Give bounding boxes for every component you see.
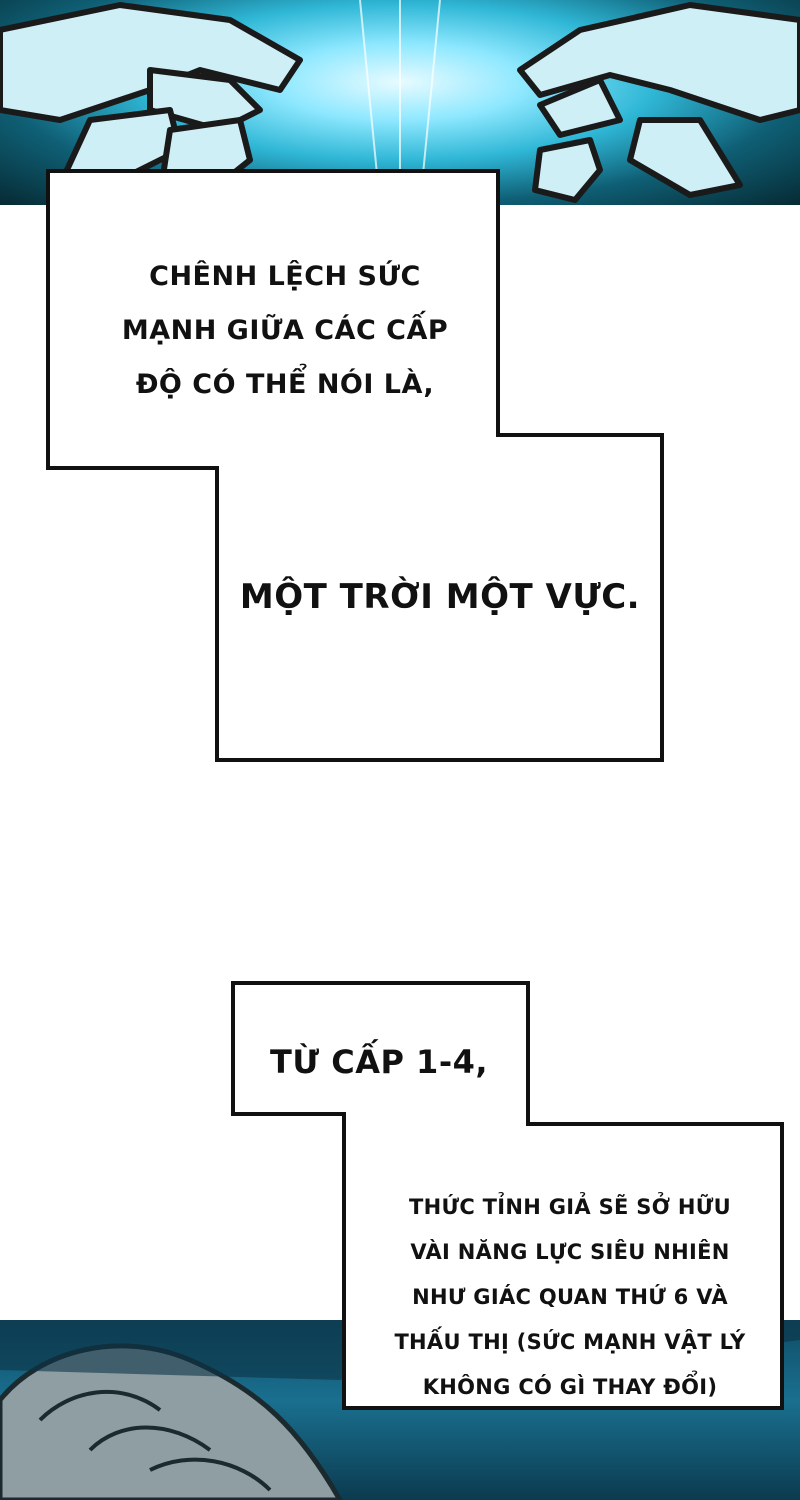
caption-1-emphasis: MỘT TRỜI MỘT VỰC. xyxy=(239,577,641,617)
caption-2-line-1: THỨC TỈNH GIẢ SẼ SỞ HỮU xyxy=(408,1195,731,1219)
caption-1-line-3: ĐỘ CÓ THỂ NÓI LÀ, xyxy=(135,369,435,400)
caption-1-line-1: CHÊNH LỆCH SỨC xyxy=(149,261,421,292)
caption-2-text: THỨC TỈNH GIẢ SẼ SỞ HỮU VÀI NĂNG LỰC SIÊ… xyxy=(370,1185,770,1410)
caption-2-line-2: VÀI NĂNG LỰC SIÊU NHIÊN xyxy=(410,1240,730,1264)
caption-1-text: CHÊNH LỆCH SỨC MẠNH GIỮA CÁC CẤP ĐỘ CÓ T… xyxy=(100,250,470,412)
caption-2-line-4: THẤU THỊ (SỨC MẠNH VẬT LÝ xyxy=(394,1330,746,1354)
caption-box-2 xyxy=(231,981,784,1410)
caption-2-line-3: NHƯ GIÁC QUAN THỨ 6 VÀ xyxy=(412,1285,728,1309)
caption-2-line-5: KHÔNG CÓ GÌ THAY ĐỔI) xyxy=(422,1375,718,1399)
caption-1-line-2: MẠNH GIỮA CÁC CẤP xyxy=(121,315,449,346)
caption-2-heading: TỪ CẤP 1-4, xyxy=(270,1043,489,1081)
caption-box-1 xyxy=(46,169,664,762)
